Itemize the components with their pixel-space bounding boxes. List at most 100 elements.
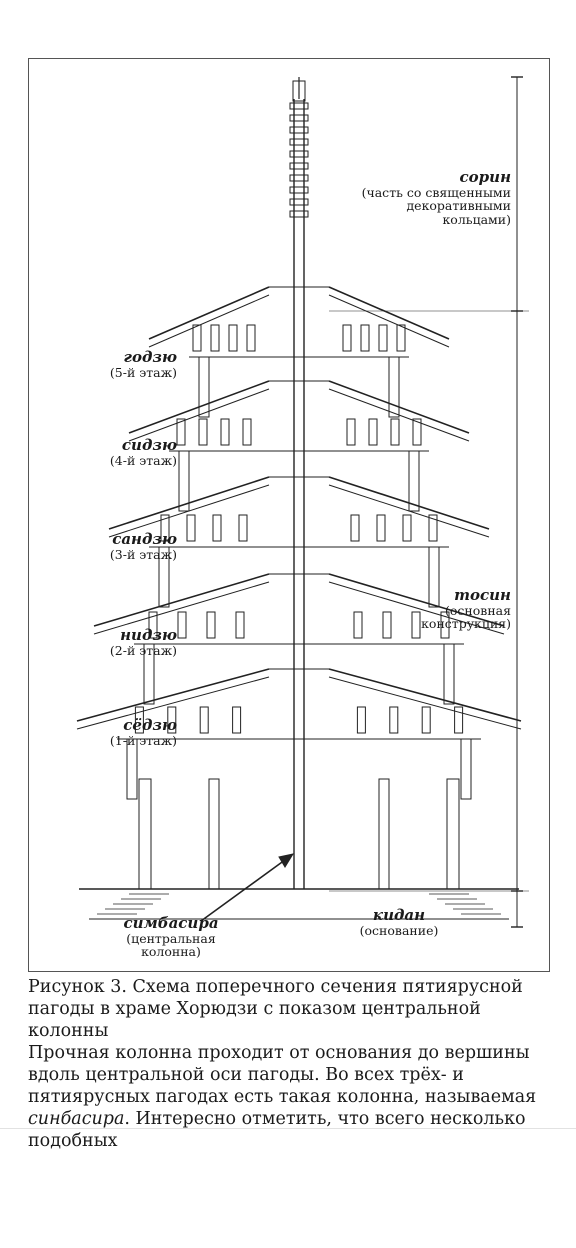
label-sorin-sub2: декоративными xyxy=(406,198,511,214)
label-tosin: тосин (основная конструкция) xyxy=(399,587,511,631)
column xyxy=(408,450,420,512)
bracket-post xyxy=(167,706,177,734)
spire-ring xyxy=(289,114,309,122)
bracket-post xyxy=(368,418,378,446)
bracket-post xyxy=(411,611,421,639)
bracket-post xyxy=(396,324,406,352)
label-simbasira: симбасира (центральная колонна) xyxy=(111,915,231,959)
figure-caption: Рисунок 3. Схема поперечного сечения пят… xyxy=(28,977,523,1041)
spire-ring xyxy=(289,186,309,194)
bracket-post xyxy=(440,611,450,639)
label-godzu-title: годзю xyxy=(123,348,177,366)
callout-arrowhead xyxy=(278,853,295,868)
roof-underside-left xyxy=(76,676,270,730)
column xyxy=(158,546,170,608)
spire-ring xyxy=(289,102,309,110)
roof-underside-right xyxy=(328,388,470,442)
bracket-post xyxy=(177,611,187,639)
roof-slope-left xyxy=(128,380,270,434)
bracket-post xyxy=(199,706,209,734)
bracket-post xyxy=(412,418,422,446)
bracket-post xyxy=(220,418,230,446)
column xyxy=(143,643,155,705)
bracket-post xyxy=(378,324,388,352)
bracket-post xyxy=(242,418,252,446)
bracket-post xyxy=(454,706,464,734)
label-sandzu-sub: (3-й этаж) xyxy=(109,546,177,562)
label-sedzu: сёдзю (1-й этаж) xyxy=(69,717,177,747)
bracket-post xyxy=(353,611,363,639)
spire-ring xyxy=(289,138,309,146)
ground-column xyxy=(446,778,460,890)
ground-column xyxy=(378,778,390,890)
label-sidzu: сидзю (4-й этаж) xyxy=(69,437,177,467)
label-godzu: годзю (5-й этаж) xyxy=(69,349,177,379)
body-paragraph: Прочная колонна проходит от основания до… xyxy=(28,1042,558,1152)
pagoda-figure: сорин (часть со священными декоративными… xyxy=(28,58,550,972)
label-tosin-sub2: конструкция) xyxy=(421,616,511,632)
roof-underside-left xyxy=(148,294,270,348)
body-term: синбасира xyxy=(28,1109,125,1129)
roof-slope-right xyxy=(328,380,470,434)
label-sorin: сорин (часть со священными декоративными… xyxy=(279,169,511,227)
bracket-post xyxy=(421,706,431,734)
label-nidzu-title: нидзю xyxy=(120,626,177,644)
bracket-post xyxy=(342,324,352,352)
roof-underside-right xyxy=(328,484,490,538)
bracket-post xyxy=(246,324,256,352)
spire-finial xyxy=(292,80,306,102)
body-text-part1: Прочная колонна проходит от основания до… xyxy=(28,1043,537,1107)
bracket-post xyxy=(350,514,360,542)
spire-ring xyxy=(289,210,309,218)
spire-ring xyxy=(289,174,309,182)
label-sidzu-sub: (4-й этаж) xyxy=(109,452,177,468)
spire-ring xyxy=(289,150,309,158)
label-sedzu-title: сёдзю xyxy=(123,716,177,734)
bracket-post xyxy=(228,324,238,352)
label-simbasira-title: симбасира xyxy=(123,914,219,932)
column xyxy=(178,450,190,512)
bracket-post xyxy=(389,706,399,734)
label-sorin-sub1: (часть со священными xyxy=(361,184,511,200)
column xyxy=(388,356,400,418)
column xyxy=(443,643,455,705)
label-sandzu-title: сандзю xyxy=(112,530,177,548)
roof-slope-left xyxy=(93,573,270,627)
bracket-post xyxy=(186,514,196,542)
label-simbasira-sub2: колонна) xyxy=(141,944,201,960)
roof-slope-left xyxy=(108,476,270,530)
spire-ring xyxy=(289,162,309,170)
bracket-post xyxy=(235,611,245,639)
roof-underside-left xyxy=(108,484,270,538)
roof-underside-right xyxy=(328,294,450,348)
bracket-post xyxy=(148,611,158,639)
roof-slope-right xyxy=(328,668,522,722)
bracket-post xyxy=(360,324,370,352)
label-sorin-title: сорин xyxy=(459,168,511,186)
column xyxy=(126,738,138,800)
bracket-post xyxy=(198,418,208,446)
bracket-post xyxy=(176,418,186,446)
roof-slope-right xyxy=(328,286,450,340)
spire-ring xyxy=(289,126,309,134)
bracket-post xyxy=(402,514,412,542)
label-kidan-title: кидан xyxy=(372,906,426,924)
bracket-post xyxy=(376,514,386,542)
bracket-post xyxy=(356,706,366,734)
label-nidzu-sub: (2-й этаж) xyxy=(109,642,177,658)
roof-underside-left xyxy=(93,581,270,635)
roof-underside-left xyxy=(128,388,270,442)
bracket-post xyxy=(134,706,144,734)
roof-slope-right xyxy=(328,476,490,530)
bracket-post xyxy=(382,611,392,639)
column xyxy=(460,738,472,800)
callout-arrow xyxy=(200,856,290,922)
label-kidan-sub: (основание) xyxy=(359,922,439,938)
label-nidzu: нидзю (2-й этаж) xyxy=(69,627,177,657)
bracket-post xyxy=(390,418,400,446)
bracket-post xyxy=(238,514,248,542)
label-godzu-sub: (5-й этаж) xyxy=(109,364,177,380)
ground-column xyxy=(208,778,220,890)
bracket-post xyxy=(346,418,356,446)
label-tosin-title: тосин xyxy=(454,586,511,604)
